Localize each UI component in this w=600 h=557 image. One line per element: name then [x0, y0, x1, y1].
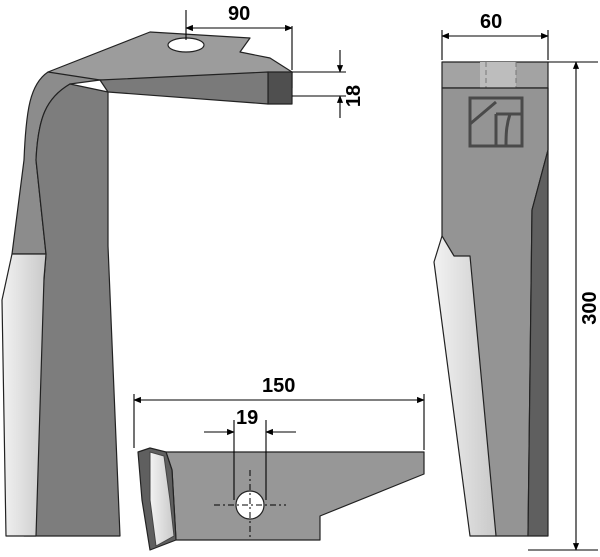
dim-label-18: 18 — [343, 85, 365, 107]
dimension-150: 150 — [133, 375, 425, 450]
dimension-19: 19 — [204, 407, 296, 500]
base-plate-body — [165, 451, 425, 541]
blade-side-face — [23, 83, 121, 537]
dim-label-300: 300 — [579, 291, 600, 324]
cutting-edge-side — [1, 253, 47, 537]
dimension-18: 18 — [292, 50, 365, 118]
front-view: 60 300 — [433, 11, 600, 551]
base-hole-icon — [235, 490, 265, 520]
dim-label-60: 60 — [480, 11, 502, 33]
top-view: 150 19 — [133, 375, 425, 551]
side-view: 90 18 — [1, 3, 365, 537]
mounting-plate-front — [267, 71, 293, 105]
mounting-plate-underside — [99, 71, 269, 105]
dimension-60: 60 — [441, 11, 549, 60]
dim-label-19: 19 — [236, 407, 258, 429]
base-edge-highlight — [149, 451, 175, 547]
cutting-edge-front — [433, 235, 497, 537]
bolt-hole-icon — [167, 37, 205, 53]
manufacturer-logo-icon — [468, 96, 524, 148]
dimension-90: 90 — [185, 3, 293, 70]
dimension-300: 300 — [528, 61, 600, 551]
dim-label-90: 90 — [228, 3, 250, 25]
front-top-slot — [480, 62, 516, 88]
dim-label-150: 150 — [262, 375, 295, 397]
front-blade-bevel — [527, 87, 549, 537]
